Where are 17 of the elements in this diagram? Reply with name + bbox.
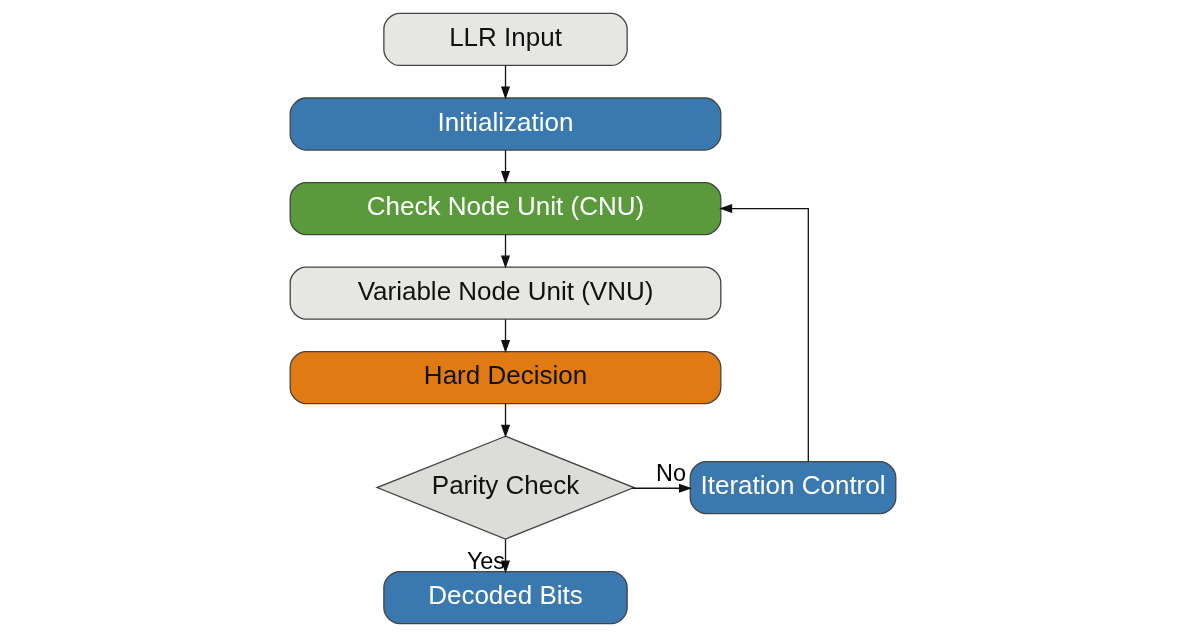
arrow [500,538,510,574]
node-box: Iteration Control [689,460,896,515]
arrow [500,318,510,354]
node-box: LLR Input [382,12,628,67]
arrow [631,483,692,493]
node-box: Initialization [289,97,721,151]
node-box: Check Node Unit (CNU) [289,181,721,236]
arrow [500,403,510,438]
arrow [500,149,510,184]
node-box: Variable Node Unit (VNU) [289,266,721,320]
edge-label: No [655,459,686,486]
node-box: Decoded Bits [382,570,628,625]
arrow [500,234,510,269]
node-box: Hard Decision [289,351,721,405]
node-diamond: Parity Check [374,435,636,540]
arrow [500,65,510,100]
arrow [718,204,809,462]
